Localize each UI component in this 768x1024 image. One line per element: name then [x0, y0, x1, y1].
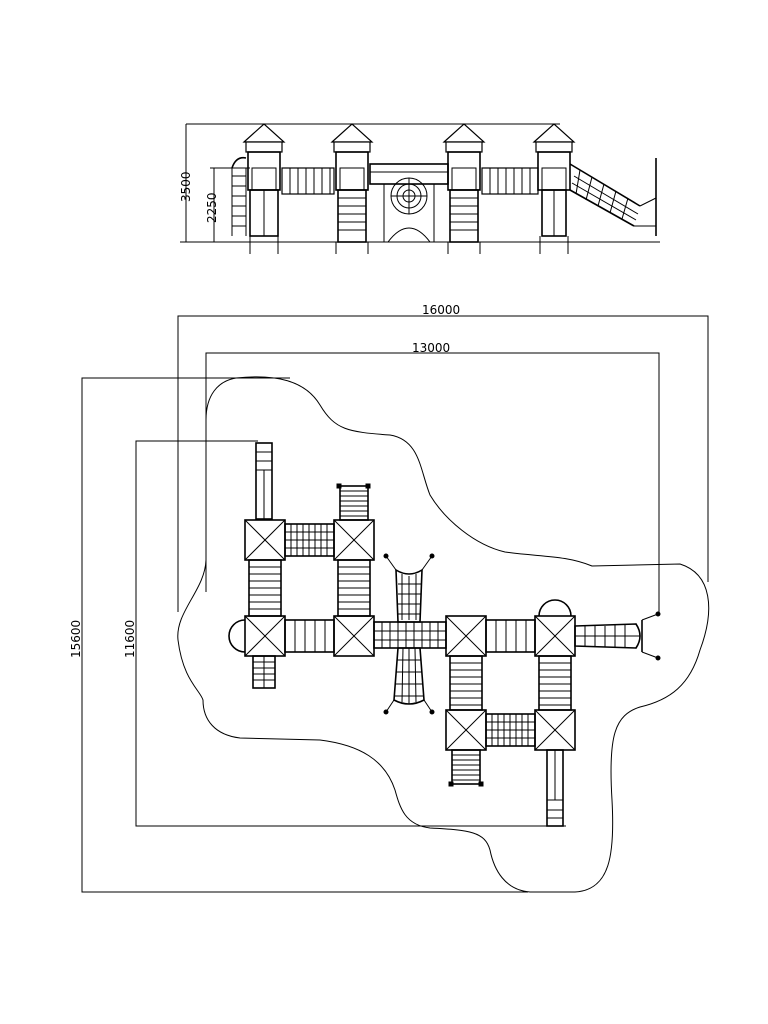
- plan-platform-e: [445, 615, 487, 657]
- plan-climbing-net-right: [574, 611, 661, 661]
- plan-left-deck: [228, 619, 276, 689]
- plan-right-deck: [538, 599, 572, 617]
- plan-central-net-vertical: [383, 553, 435, 623]
- plan-platform-a: [244, 519, 286, 561]
- dim-inner-height: 11600: [123, 620, 137, 658]
- plan-platform-g: [445, 709, 487, 751]
- plan-platform-b: [333, 519, 375, 561]
- plan-bridge-middle-left: [284, 619, 335, 653]
- plan-central-net-lower: [383, 647, 435, 715]
- plan-bridge-left: [248, 559, 282, 617]
- elevation-bridge-2: [481, 167, 539, 195]
- dim-inner-width: 13000: [412, 341, 450, 355]
- plan-bridge-center-left: [337, 559, 371, 617]
- plan-net-bridge-top: [284, 523, 335, 557]
- plan-slide-bottom: [546, 749, 564, 827]
- plan-platform-d: [333, 615, 375, 657]
- elevation-tower-3: [442, 123, 486, 254]
- elevation-bridge-1: [281, 167, 335, 195]
- safety-zone-outline: [177, 376, 710, 893]
- plan-net-bridge-bottom: [485, 713, 536, 747]
- plan-bridge-middle-right: [485, 619, 536, 653]
- elevation-crawl-tunnel: [369, 163, 449, 243]
- plan-bridge-center-right: [449, 655, 483, 711]
- plan-central-net-horizontal: [373, 621, 447, 649]
- plan-bridge-right: [538, 655, 572, 711]
- plan-stairs-top: [336, 483, 371, 521]
- dim-outer-height: 15600: [69, 620, 83, 658]
- elevation-tower-4: [532, 123, 576, 254]
- plan-stairs-bottom: [448, 749, 484, 787]
- plan-slide-top: [255, 442, 273, 520]
- plan-view: 16000 13000 15600 11600: [69, 303, 710, 893]
- elevation-tower-2: [330, 123, 374, 254]
- elevation-view: 3500 2250: [179, 123, 660, 254]
- plan-platform-h: [534, 709, 576, 751]
- dim-total-height: 3500: [179, 171, 193, 202]
- plan-platform-f: [534, 615, 576, 657]
- dim-outer-width: 16000: [422, 303, 460, 317]
- elevation-tower-1: [231, 123, 286, 254]
- elevation-climbing-net: [569, 158, 657, 236]
- plan-platform-c: [244, 615, 286, 657]
- dim-platform-height: 2250: [205, 192, 219, 223]
